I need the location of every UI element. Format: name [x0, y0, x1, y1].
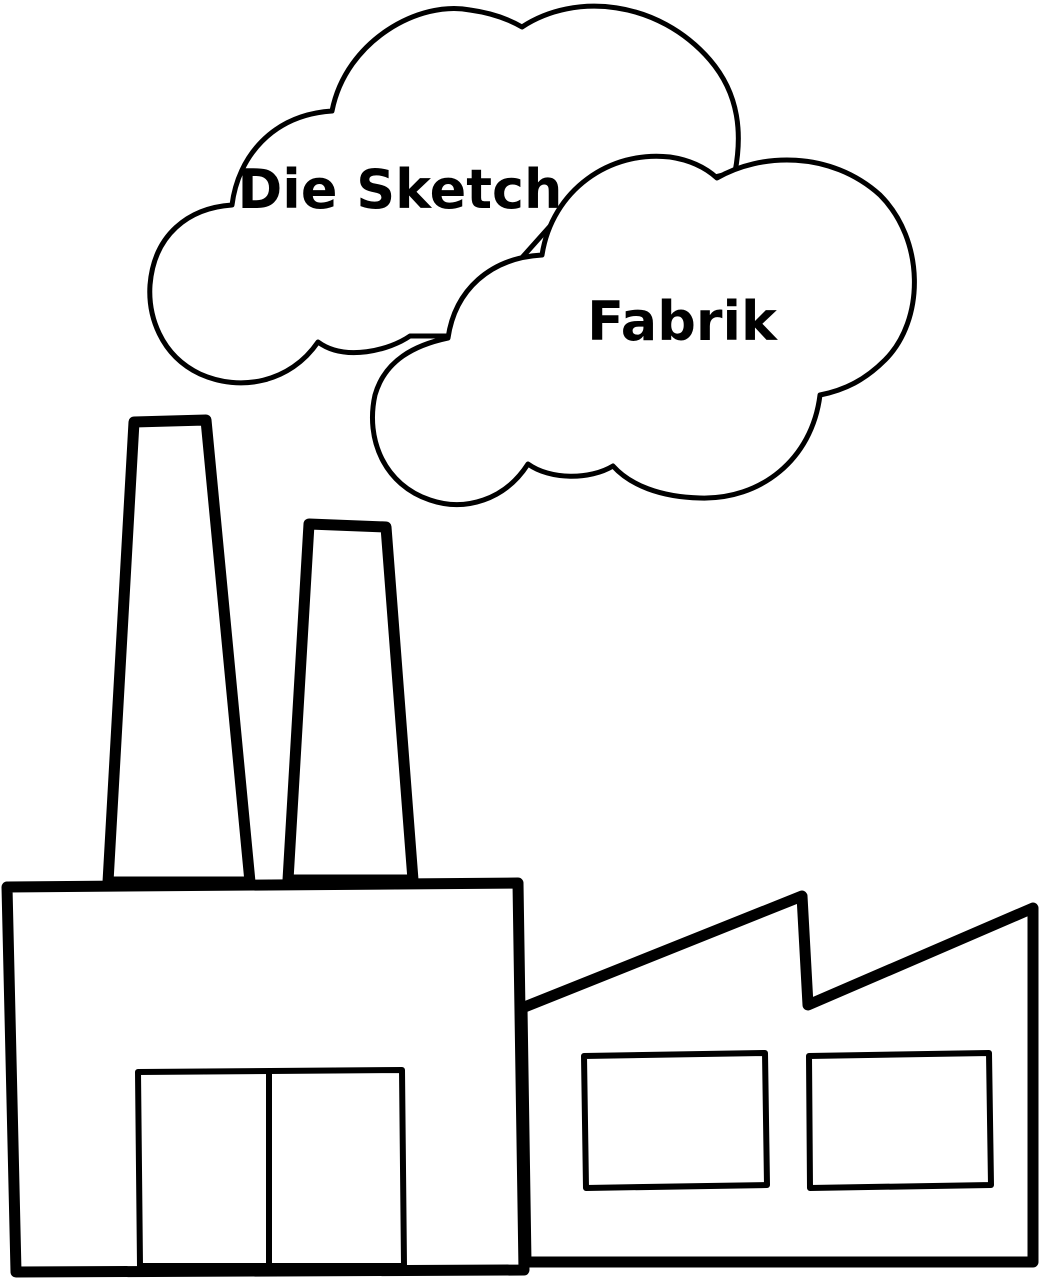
cloud-text-die-sketch: Die Sketch	[237, 158, 562, 221]
chimney-short	[282, 518, 419, 886]
cloud-front: Fabrik	[369, 153, 917, 507]
window-left	[581, 1050, 770, 1191]
factory-door	[135, 1067, 407, 1269]
cloud-front-outline	[369, 153, 917, 507]
chimney-tall	[102, 414, 256, 888]
cloud-back: Die Sketch	[147, 3, 741, 386]
window-right	[806, 1050, 994, 1191]
cloud-back-outline	[147, 3, 741, 386]
cloud-text-fabrik: Fabrik	[587, 290, 778, 353]
